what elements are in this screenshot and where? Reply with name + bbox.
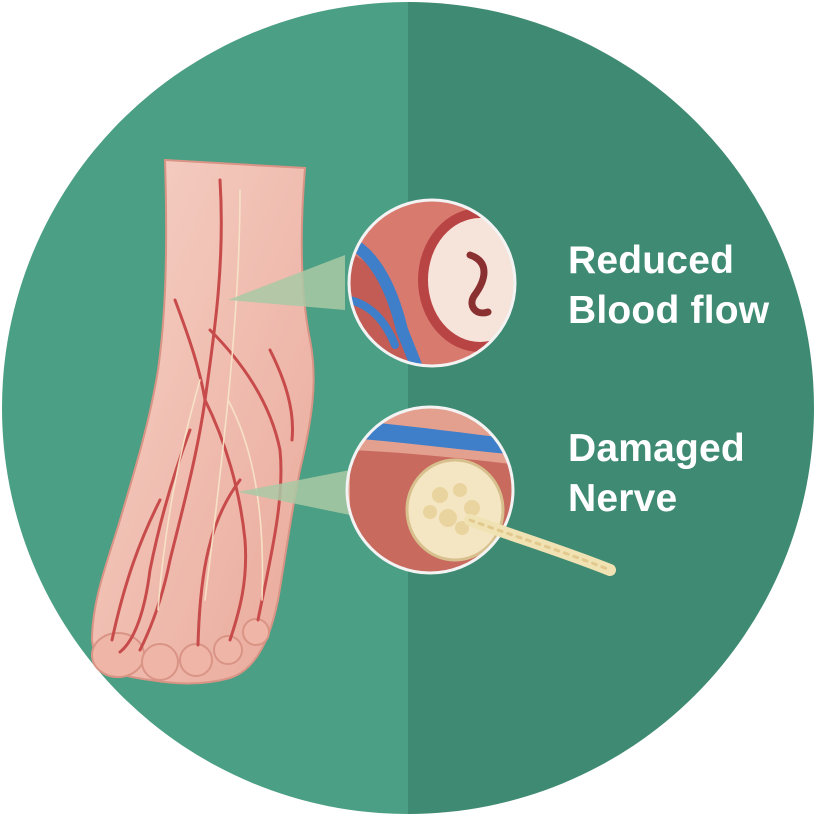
reduced-blood-flow-label-line1: Reduced [568, 239, 735, 282]
nerve-cross-section-icon [345, 405, 616, 576]
damaged-nerve-label: Damaged Nerve [568, 424, 745, 524]
reduced-blood-flow-label: Reduced Blood flow [568, 236, 769, 336]
pointer-wedges [228, 255, 350, 515]
damaged-nerve-label-line2: Nerve [568, 477, 678, 520]
damaged-nerve-label-line1: Damaged [568, 427, 745, 470]
reduced-blood-flow-label-line2: Blood flow [568, 289, 770, 332]
